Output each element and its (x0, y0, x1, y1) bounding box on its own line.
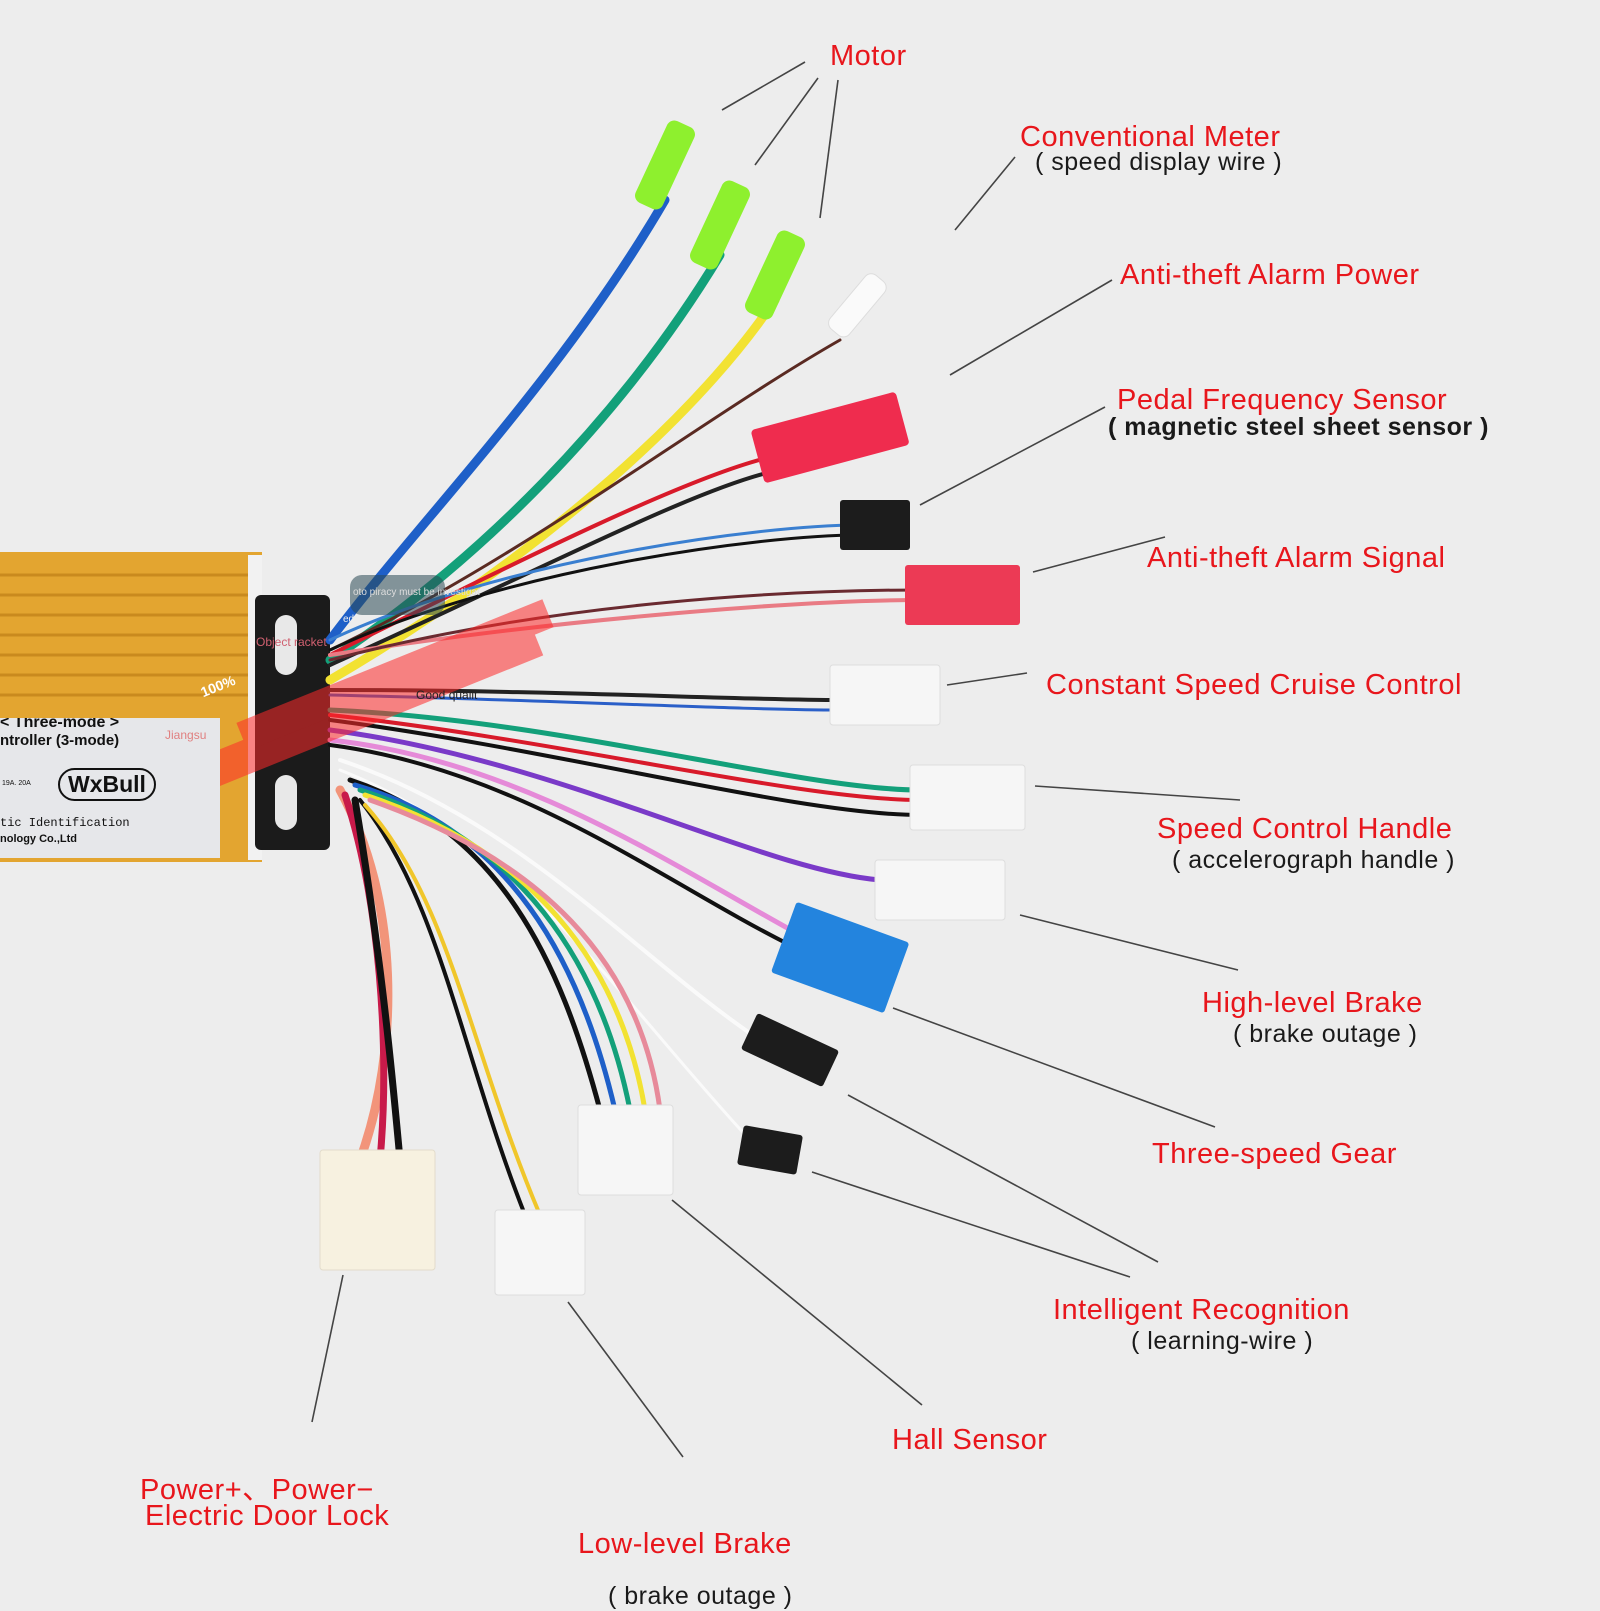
brand-logo: WxBull (58, 768, 156, 801)
controller-mode: < Three-mode > (0, 718, 120, 731)
sublabel-high-brake: ( brake outage ) (1233, 1020, 1418, 1048)
label-hall-sensor: Hall Sensor (892, 1424, 1048, 1456)
watermark-region: Jiangsu (165, 728, 207, 742)
watermark-piracy-end: ed (343, 614, 355, 625)
label-door-lock: Electric Door Lock (145, 1500, 390, 1532)
label-cruise-control: Constant Speed Cruise Control (1046, 669, 1462, 701)
label-alarm-power: Anti-theft Alarm Power (1120, 259, 1420, 291)
controller-current: 19A. 20A (2, 780, 31, 787)
controller-label-panel: < Three-mode > ntroller (3-mode) 19A. 20… (0, 718, 220, 858)
label-intelligent: Intelligent Recognition (1053, 1294, 1350, 1326)
watermark-object: Object racket (256, 635, 327, 649)
label-conventional-meter: Conventional Meter (1020, 121, 1281, 153)
sublabel-speed-handle: ( accelerograph handle ) (1172, 846, 1455, 874)
controller-model: ntroller (3-mode) (0, 732, 120, 749)
label-low-brake: Low-level Brake (578, 1528, 792, 1560)
label-speed-handle: Speed Control Handle (1157, 813, 1453, 845)
sublabel-conventional-meter: ( speed display wire ) (1035, 148, 1283, 176)
label-high-brake: High-level Brake (1202, 987, 1423, 1019)
watermark-piracy: oto piracy must be investigat (353, 587, 480, 598)
label-three-speed: Three-speed Gear (1152, 1138, 1397, 1170)
label-pedal-sensor: Pedal Frequency Sensor (1117, 384, 1448, 416)
sublabel-intelligent: ( learning-wire ) (1131, 1327, 1314, 1355)
leader-lines (311, 61, 1241, 1458)
connectors (319, 120, 1026, 1296)
label-alarm-signal: Anti-theft Alarm Signal (1147, 542, 1446, 574)
label-power: Power+、Power− (140, 1474, 374, 1506)
controller-company: nology Co.,Ltd (0, 833, 77, 845)
watermark-quality: Good qualit (416, 688, 478, 702)
sublabel-low-brake: ( brake outage ) (608, 1582, 793, 1610)
label-motor: Motor (830, 40, 907, 72)
controller-ident: tic Identification (0, 816, 130, 830)
sublabel-pedal-sensor: ( magnetic steel sheet sensor ) (1108, 413, 1489, 441)
watermark-band (196, 575, 554, 791)
